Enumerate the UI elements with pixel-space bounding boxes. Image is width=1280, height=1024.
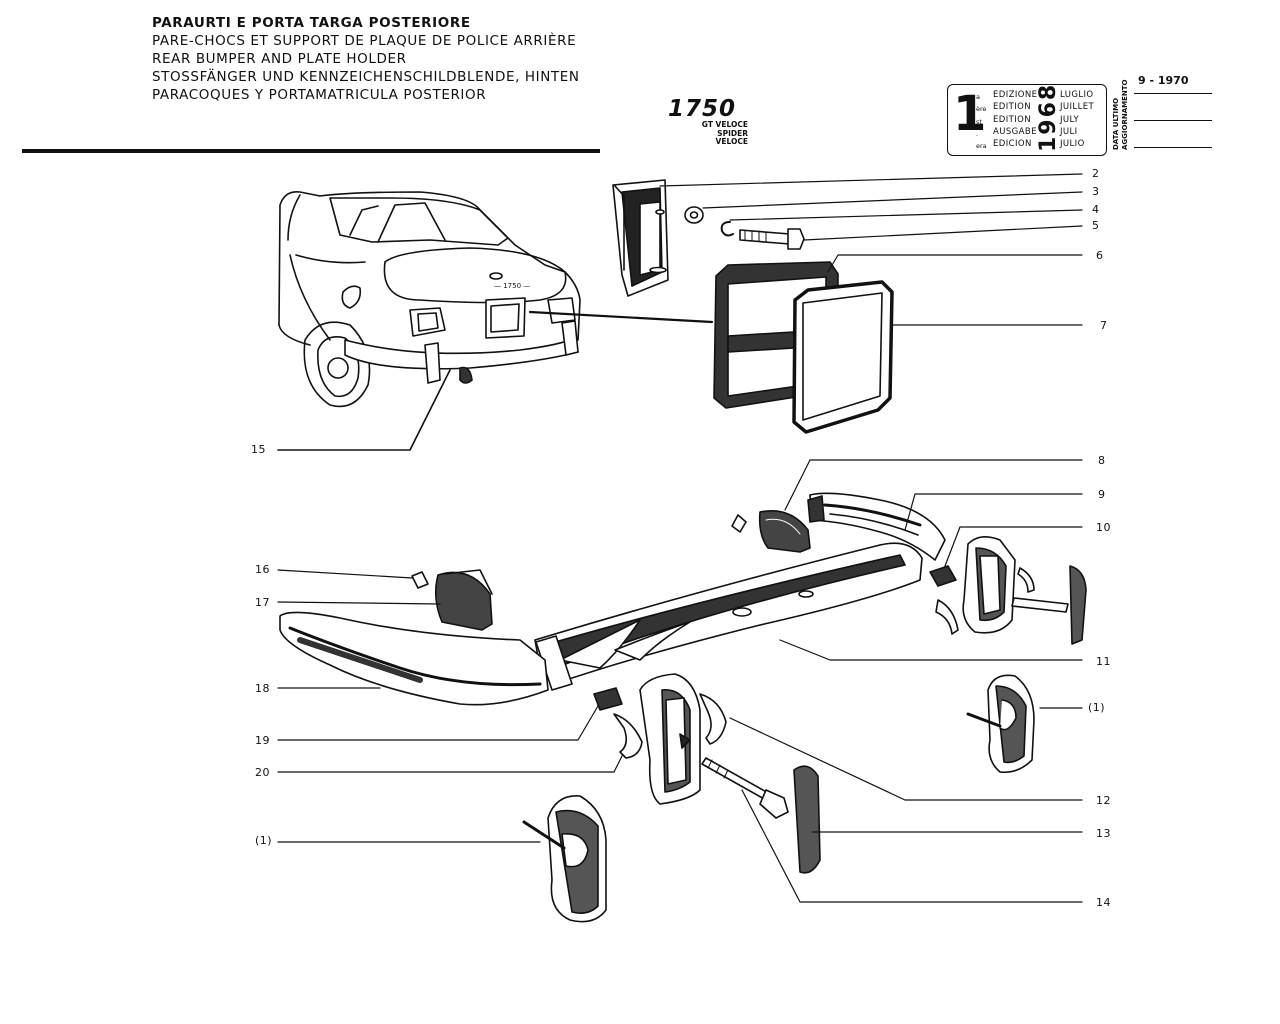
- part-10-spacer: [929, 565, 957, 587]
- part-3-washer: [684, 206, 704, 224]
- edition-label-it: EDIZIONE: [993, 90, 1038, 100]
- callout-4: 4: [1092, 203, 1100, 216]
- part-8-buffer: [731, 510, 811, 553]
- model-variants: GT VELOCE SPIDER VELOCE: [684, 120, 748, 147]
- callout-14: 14: [1096, 896, 1111, 909]
- edition-label-es: EDICION: [993, 139, 1032, 150]
- part-11-center-bumper: [534, 542, 923, 691]
- right-overrider: [935, 536, 1087, 645]
- callout-8: 8: [1098, 454, 1106, 467]
- title-german: STOSSFÄNGER UND KENNZEICHENSCHILDBLENDE,…: [152, 69, 580, 85]
- overrider-assembly-left: [522, 795, 607, 923]
- edition-label-en: EDITION: [993, 114, 1031, 125]
- title-english: REAR BUMPER AND PLATE HOLDER: [152, 51, 407, 67]
- edition-suffixes: a ère st . era: [976, 91, 987, 152]
- part-12-clip: [699, 693, 727, 745]
- edition-label-de: AUSGABE: [993, 126, 1037, 137]
- part-5-bolt: [739, 228, 805, 250]
- variant-spider-veloce: SPIDER VELOCE: [715, 128, 748, 146]
- model-logo: 1750: [668, 96, 737, 122]
- callout-10: 10: [1096, 521, 1111, 534]
- callout-2: 2: [1092, 167, 1100, 180]
- callout-6: 6: [1096, 249, 1104, 262]
- callout-overrider-right: (1): [1088, 701, 1106, 714]
- svg-text:— 1750 —: — 1750 —: [494, 282, 530, 290]
- callout-20: 20: [255, 766, 270, 779]
- callout-16: 16: [255, 563, 270, 576]
- month-fr: JUILLET: [1060, 102, 1095, 113]
- suffix-it: a: [976, 93, 980, 101]
- overrider-assembly-right: [966, 674, 1035, 774]
- month-es: JULIO: [1060, 139, 1085, 150]
- title-french: PARE-CHOCS ET SUPPORT DE PLAQUE DE POLIC…: [152, 33, 577, 49]
- month-it: LUGLIO: [1060, 90, 1094, 100]
- callout-15: 15: [251, 443, 266, 456]
- edition-months: LUGLIO JUILLET JULY JULI JULIO: [1060, 89, 1094, 150]
- update-line-1: [1134, 93, 1212, 94]
- part-13-rubber-strip: [793, 765, 821, 874]
- suffix-es: era: [976, 142, 987, 151]
- edition-labels: EDIZIONE EDITION EDITION AUSGABE EDICION: [993, 89, 1037, 150]
- month-en: JULY: [1060, 114, 1080, 125]
- callout-9: 9: [1098, 488, 1106, 501]
- variant-gt-veloce: GT VELOCE: [701, 120, 748, 129]
- callout-17: 17: [255, 596, 270, 609]
- part-19-spacer: [593, 687, 623, 711]
- leader-lines: [277, 173, 1083, 903]
- suffix-en: st: [976, 117, 982, 126]
- suffix-de: .: [976, 129, 979, 138]
- callout-19: 19: [255, 734, 270, 747]
- title-italian: PARAURTI E PORTA TARGA POSTERIORE: [152, 15, 471, 31]
- leader-15: [277, 369, 451, 451]
- part-17-buffer: [434, 569, 493, 631]
- callout-overrider-left: (1): [255, 834, 273, 847]
- title-spanish: PARACOQUES Y PORTAMATRICULA POSTERIOR: [152, 87, 487, 103]
- update-line-3: [1134, 147, 1212, 148]
- part-18-left-bumper-end: [279, 611, 549, 706]
- left-overrider: [639, 673, 701, 805]
- part-4-lock-washer: [720, 221, 734, 237]
- part-20-clip: [613, 713, 643, 759]
- part-2-plate-bracket: [612, 179, 669, 297]
- callout-7: 7: [1100, 319, 1108, 332]
- edition-number: 1: [953, 86, 987, 142]
- car-rear-illustration: — 1750 —: [278, 190, 581, 408]
- edition-label-fr: EDITION: [993, 102, 1031, 113]
- part-14-long-bolt: [701, 757, 789, 819]
- suffix-fr: ère: [976, 105, 987, 114]
- header-rule: [22, 149, 600, 153]
- update-line-2: [1134, 120, 1212, 121]
- title-block: PARAURTI E PORTA TARGA POSTERIORE PARE-C…: [152, 14, 580, 104]
- callout-13: 13: [1096, 827, 1111, 840]
- edition-box: [947, 84, 1107, 156]
- callout-12: 12: [1096, 794, 1111, 807]
- part-16-clip: [411, 571, 429, 589]
- month-de: JULI: [1060, 126, 1078, 137]
- callout-11: 11: [1096, 655, 1111, 668]
- update-date: 9 - 1970: [1138, 74, 1189, 87]
- callout-3: 3: [1092, 185, 1100, 198]
- part-7-gasket: [792, 280, 894, 434]
- part-9-right-bumper-end: [807, 492, 946, 561]
- callout-18: 18: [255, 682, 270, 695]
- callout-5: 5: [1092, 219, 1100, 232]
